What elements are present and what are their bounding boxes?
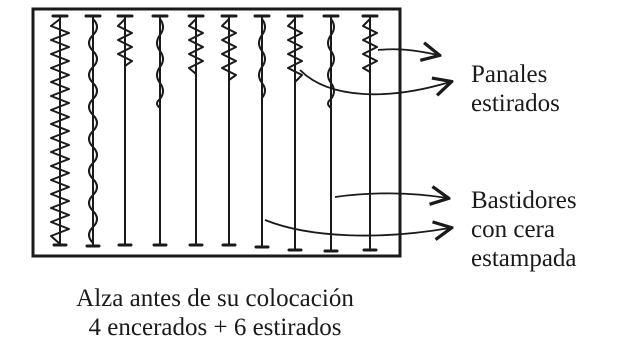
frame-estirado [361, 14, 379, 252]
label-bastidores-line2: con cera [471, 216, 555, 243]
caption-line1: Alza antes de su colocación [76, 285, 354, 312]
frame-estirado [187, 14, 205, 247]
frame-encerado [253, 14, 271, 249]
arrow-bastidores-bottom [264, 219, 450, 236]
label-panales-line2: estirados [471, 90, 560, 117]
super-box [31, 7, 402, 258]
arrow-panales-bottom [299, 69, 450, 94]
arrow-bastidores-top [334, 193, 447, 198]
frame-estirado [116, 14, 134, 247]
frame-estirado [286, 14, 304, 252]
caption: Alza antes de su colocación 4 encerados … [0, 284, 430, 342]
arrow-panales-top [377, 49, 438, 55]
label-panales-estirados: Panales estirados [471, 60, 560, 118]
label-bastidores-line3: estampada [471, 245, 577, 272]
frame-encerado [322, 14, 340, 253]
frame-estirado [50, 14, 70, 247]
label-bastidores-line1: Bastidores [471, 187, 577, 214]
label-bastidores-cera: Bastidores con cera estampada [471, 186, 577, 273]
label-panales-line1: Panales [471, 61, 548, 88]
frame-estirado [220, 14, 238, 247]
frame-encerado [151, 14, 169, 247]
frame-encerado [84, 14, 102, 248]
caption-line2: 4 encerados + 6 estirados [88, 314, 342, 341]
frames-group [50, 14, 379, 253]
